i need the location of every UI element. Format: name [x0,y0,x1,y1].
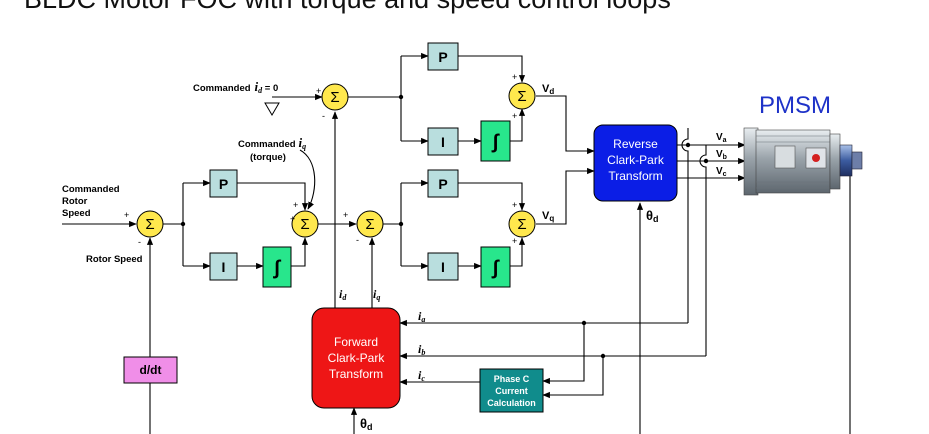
svg-text:Clark-Park: Clark-Park [607,153,665,167]
svg-text:Forward: Forward [334,335,378,349]
svg-text:Transform: Transform [608,169,662,183]
svg-text:Clark-Park: Clark-Park [328,351,386,365]
svg-text:-: - [356,235,359,245]
id-feedback-label: id [339,287,347,302]
summing-junctions: Σ Σ Σ Σ Σ Σ [136,82,536,238]
svg-text:+: + [512,200,517,210]
p-block-iq: P [438,176,447,192]
sum-junction-vq: Σ [508,210,536,238]
vq-label: Vq [542,210,554,223]
sum-junction-iq: Σ [356,210,384,238]
sum-junction-torque: Σ [291,210,319,238]
svg-text:Σ: Σ [365,216,374,233]
svg-text:+: + [124,210,129,220]
svg-text:Σ: Σ [517,216,526,233]
svg-text:+: + [512,236,517,246]
i-block-iq: I [441,259,445,275]
integrator-iq: ∫ [491,257,500,279]
ic-label: ic [418,368,425,383]
svg-text:Σ: Σ [517,88,526,105]
svg-text:Σ: Σ [330,89,339,106]
svg-text:-: - [322,111,325,121]
svg-text:Calculation: Calculation [487,398,536,408]
p-block-speed: P [219,176,228,192]
theta-label-reverse: θd [646,208,659,224]
svg-text:+: + [343,210,348,220]
theta-label-forward: θd [360,416,373,432]
ib-label: ib [418,342,425,357]
signal-wires [62,52,851,434]
integrator-id: ∫ [491,131,500,153]
torque-label: (torque) [250,152,286,163]
i-block-id: I [441,134,445,150]
svg-text:+: + [512,72,517,82]
pi-controllers: P I ∫ P I ∫ P I ∫ [209,42,511,288]
sum-junction-vd: Σ [508,82,536,110]
svg-text:+: + [293,200,298,210]
svg-text:Σ: Σ [145,216,154,233]
p-block-id: P [438,49,447,65]
svg-text:Reverse: Reverse [613,137,658,151]
vd-label: Vd [542,83,554,96]
ground-icon [264,102,280,116]
va-label: Va [716,132,727,144]
svg-text:+: + [512,111,517,121]
svg-text:Phase C: Phase C [494,374,530,384]
sum-junction-speed: Σ [136,210,164,238]
forward-clark-park-block: Forward Clark-Park Transform [311,307,401,409]
pmsm-motor-icon [743,127,863,196]
svg-text:Current: Current [495,386,528,396]
svg-text:+: + [290,214,295,224]
svg-text:-: - [138,237,141,247]
sum-junction-id: Σ [321,83,349,111]
rotor-speed-label: Rotor Speed [86,254,143,265]
svg-text:Transform: Transform [329,367,383,381]
iq-feedback-label: iq [373,287,380,302]
speed-label-1: Commanded [62,184,120,195]
svg-text:Σ: Σ [300,216,309,233]
i-block-speed: I [222,259,226,275]
speed-label-3: Speed [62,208,91,219]
ia-label: ia [418,309,425,324]
vb-label: Vb [716,149,727,161]
phase-c-calc-block: Phase C Current Calculation [479,368,544,413]
pmsm-label: PMSM [759,92,831,119]
vc-label: Vc [716,166,727,178]
svg-text:+: + [316,86,321,96]
reverse-clark-park-block: Reverse Clark-Park Transform [593,124,678,202]
junction-dots [180,94,709,359]
speed-label-2: Rotor [62,196,88,207]
page-title: BLDC Motor FOC with torque and speed con… [24,0,671,15]
svg-text:d/dt: d/dt [140,363,162,377]
integrator-speed: ∫ [272,257,281,279]
ddt-block: d/dt [123,356,178,384]
